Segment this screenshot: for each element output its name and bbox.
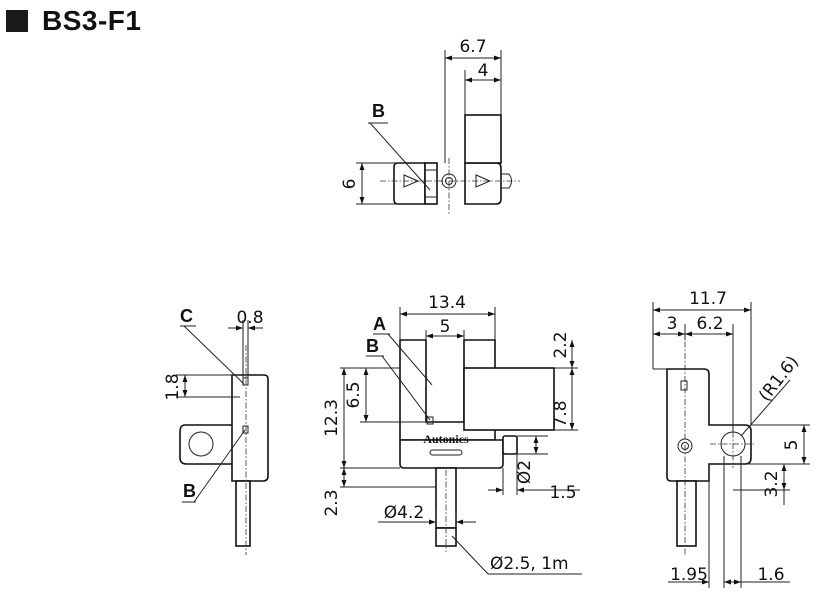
label-b-left: B <box>183 481 196 501</box>
front-view-indicator-a <box>426 416 434 425</box>
dim-front-emitter: 6.5 <box>344 381 364 408</box>
left-view: 0.8 1.8 C B <box>163 306 269 555</box>
leader-cable <box>451 535 489 575</box>
dim-front-lens-dia: Ø2 <box>515 460 535 484</box>
leader-b-front <box>381 355 431 421</box>
label-a-front: A <box>373 314 386 334</box>
left-view-body <box>231 374 269 482</box>
title-block: BS3-F1 <box>6 4 141 38</box>
dim-front-mid: 7.8 <box>551 400 571 427</box>
page-title: BS3-F1 <box>42 5 142 36</box>
dim-front-slot: 5 <box>440 317 451 337</box>
front-view-lower-housing <box>399 439 504 469</box>
dim-right-left: 3 <box>667 314 678 334</box>
left-view-mount-hole <box>188 431 214 457</box>
dim-right-bottom-right: 1.6 <box>757 565 784 585</box>
dim-left-offset: 0.8 <box>236 308 263 328</box>
leader-radius <box>740 379 791 437</box>
dim-front-lens-len: 1.5 <box>549 483 576 503</box>
leader-b-left <box>193 429 246 503</box>
dim-right-hole-off: 3.2 <box>762 470 782 497</box>
title-square-icon <box>6 10 28 32</box>
dim-top-width-total: 6.7 <box>459 37 486 57</box>
top-view-receiver-stem <box>464 114 502 164</box>
label-b-top: B <box>372 101 385 121</box>
dim-top-width-part: 4 <box>478 61 489 81</box>
label-b-front: B <box>366 336 379 356</box>
front-view: Autonics 13.4 5 2.2 7.8 12.3 6.5 2.3 <box>322 293 582 575</box>
front-view-logo: Autonics <box>423 432 469 446</box>
dim-left-height: 1.8 <box>163 373 183 400</box>
dim-right-hole-h: 5 <box>782 440 802 451</box>
right-view-cable <box>676 480 697 547</box>
left-view-cable <box>235 480 251 547</box>
dim-front-height: 12.3 <box>322 399 342 437</box>
leader-a-front <box>387 333 433 386</box>
dim-front-top: 2.2 <box>551 331 571 358</box>
leader-c <box>183 325 245 385</box>
right-view-body <box>666 368 752 482</box>
front-view-lens <box>502 435 518 455</box>
dim-front-base: 2.3 <box>322 489 342 516</box>
left-view-marker-b <box>242 425 249 434</box>
dim-right-radius: (R1.6) <box>755 352 803 405</box>
dim-front-cable-dia: Ø4.2 <box>384 503 424 523</box>
leader-b-top <box>369 122 431 191</box>
dim-right-right: 6.2 <box>696 314 723 334</box>
dim-right-width: 11.7 <box>689 289 727 309</box>
top-view-slot-ring <box>424 162 438 205</box>
front-view-upper-arm <box>463 367 555 431</box>
dim-top-height: 6 <box>340 179 360 190</box>
top-view-emitter-body <box>393 162 426 205</box>
dim-right-bottom-left: 1.95 <box>670 565 708 585</box>
dim-front-width: 13.4 <box>428 293 466 313</box>
top-view: 6.7 4 6 B <box>340 37 520 214</box>
label-c: C <box>180 306 193 326</box>
dim-front-cable: Ø2.5, 1m <box>490 554 569 574</box>
right-view: 11.7 3 6.2 5 3.2 (R1.6) 1.95 1.6 <box>652 289 810 588</box>
